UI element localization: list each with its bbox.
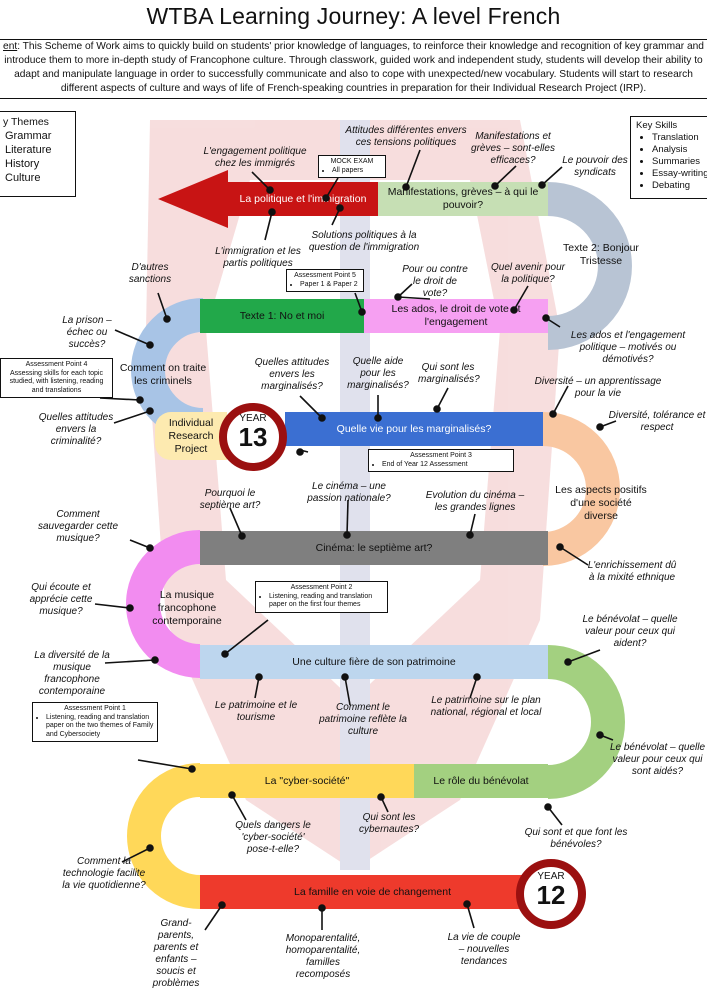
annotation: L'enrichissement dû à la mixité ethnique <box>587 560 677 583</box>
annotation: Le patrimoine et le tourisme <box>214 700 298 723</box>
segment-politique: La politique et l'immigration <box>228 182 378 216</box>
annotation: Comment le patrimoine reflète la culture <box>319 702 407 737</box>
annotation: Le cinéma – une passion nationale? <box>307 481 391 504</box>
annotation: Solutions politiques à la question de l'… <box>308 230 420 253</box>
assessment-point-2-box: Assessment Point 2 Listening, reading an… <box>255 581 388 613</box>
key-skill-item: Essay-writing <box>652 168 707 180</box>
annotation: Le bénévolat – quelle valeur pour ceux q… <box>609 742 706 777</box>
segment-aspects: Les aspects positifs d'une société diver… <box>555 483 647 522</box>
annotation: Qui sont et que font les bénévoles? <box>524 827 628 850</box>
assessment-point-3-box: Assessment Point 3 End of Year 12 Assess… <box>368 449 514 472</box>
key-themes-box: y Themes Grammar Literature History Cult… <box>0 111 76 197</box>
annotation: Le pouvoir des syndicats <box>562 155 628 178</box>
ap2-title: Assessment Point 2 <box>290 584 353 591</box>
segment-texte1: Texte 1: No et moi <box>200 299 364 333</box>
annotation: Diversité – un apprentissage pour la vie <box>534 376 662 399</box>
intent-text: : This Scheme of Work aims to quickly bu… <box>4 41 704 94</box>
ap4-text: Assessing skills for each topic studied,… <box>9 369 104 394</box>
ap5-item: Paper 1 & Paper 2 <box>300 281 360 290</box>
annotation: Qui sont les cybernautes? <box>358 812 420 835</box>
annotation: Le patrimoine sur le plan national, régi… <box>430 695 542 718</box>
annotation: Comment la technologie facilite la vie q… <box>62 856 146 891</box>
assessment-point-5-box: Assessment Point 5 Paper 1 & Paper 2 <box>286 269 364 292</box>
annotation: Pourquoi le septième art? <box>199 488 261 511</box>
key-skill-item: Debating <box>652 180 707 192</box>
annotation: Grand-parents, parents et enfants – souc… <box>152 918 200 989</box>
segment-marginalises: Quelle vie pour les marginalisés? <box>285 412 543 446</box>
assessment-point-1-box: Assessment Point 1 Listening, reading an… <box>32 702 158 742</box>
annotation: Qui sont les marginalisés? <box>418 362 480 385</box>
annotation: Qui écoute et apprécie cette musique? <box>29 582 93 617</box>
segment-criminels: Comment on traite les criminels <box>119 362 207 387</box>
year12-badge: YEAR 12 <box>515 871 587 910</box>
year13-number: 13 <box>238 422 268 452</box>
page-title: WTBA Learning Journey: A level French <box>146 3 561 29</box>
year13-badge: YEAR 13 <box>218 413 288 452</box>
annotation: La prison – échec ou succès? <box>62 315 112 350</box>
segment-cyber: La "cyber-société" <box>200 764 414 798</box>
road-curve-benevolat <box>547 645 625 799</box>
mock-exam-item: All papers <box>332 167 382 176</box>
year12-label: YEAR <box>537 871 565 882</box>
annotation: L'immigration et les partis politiques <box>215 246 301 269</box>
key-theme-item: Grammar <box>5 130 52 142</box>
year13-label: YEAR <box>239 413 267 424</box>
segment-texte2: Texte 2: Bonjour Tristesse <box>563 242 639 267</box>
annotation: Les ados et l'engagement politique – mot… <box>570 330 686 365</box>
annotation: Attitudes différentes envers ces tension… <box>345 125 467 148</box>
key-skills-title: Key Skills <box>636 120 678 131</box>
annotation: Quelles attitudes envers la criminalité? <box>38 412 114 447</box>
ap1-item: Listening, reading and translation paper… <box>46 714 154 740</box>
key-themes-title: y Themes <box>3 116 49 128</box>
road-curve-musique <box>126 530 201 678</box>
mock-exam-box: MOCK EXAM All papers <box>318 155 386 178</box>
segment-cinema: Cinéma: le septième art? <box>200 531 548 565</box>
annotation: Pour ou contre le droit de vote? <box>402 264 468 299</box>
annotation: Diversité, tolérance et respect <box>608 410 706 433</box>
intent-statement: ent: This Scheme of Work aims to quickly… <box>0 39 707 99</box>
ap3-item: End of Year 12 Assessment <box>382 461 510 470</box>
annotation: Quel avenir pour la politique? <box>491 262 565 285</box>
annotation: La vie de couple – nouvelles tendances <box>447 932 521 967</box>
road-curve-texte2 <box>547 182 632 350</box>
annotation: Manifestations et grèves – sont-elles ef… <box>471 131 555 166</box>
key-skill-item: Translation <box>652 132 707 144</box>
segment-benevolat: Le rôle du bénévolat <box>414 764 548 798</box>
annotation: D'autres sanctions <box>128 262 172 285</box>
annotation: Quelle aide pour les marginalisés? <box>347 356 409 391</box>
key-skills-box: Key Skills Translation Analysis Summarie… <box>630 116 707 199</box>
key-theme-item: History <box>5 158 40 170</box>
year12-badge-ring <box>516 859 586 929</box>
annotation: Monoparentalité, homoparentalité, famill… <box>285 933 361 980</box>
key-skill-item: Analysis <box>652 144 707 156</box>
road-curve-cyber <box>127 763 201 909</box>
segment-famille: La famille en voie de changement <box>200 875 545 909</box>
annotation: Comment sauvegarder cette musique? <box>37 509 119 544</box>
segment-irp: Individual Research Project <box>155 412 227 460</box>
annotation: Le bénévolat – quelle valeur pour ceux q… <box>582 614 678 649</box>
ap5-title: Assessment Point 5 <box>294 272 356 279</box>
key-theme-item: Culture <box>5 172 41 184</box>
ap2-item: Listening, reading and translation paper… <box>269 593 384 610</box>
mock-exam-title: MOCK EXAM <box>330 158 374 165</box>
intent-label: ent <box>3 41 18 52</box>
assessment-point-4-box: Assessment Point 4 Assessing skills for … <box>0 358 113 398</box>
annotation: Quels dangers le 'cyber-société' pose-t-… <box>235 820 311 855</box>
annotation: L'engagement politique chez les immigrés <box>203 146 307 169</box>
year12-number: 12 <box>536 880 566 910</box>
segment-patrimoine: Une culture fière de son patrimoine <box>200 645 548 679</box>
year13-badge-ring <box>219 403 287 471</box>
annotation: Quelles attitudes envers les marginalisé… <box>254 357 330 392</box>
key-theme-item: Literature <box>5 144 52 156</box>
annotation: La diversité de la musique francophone c… <box>34 650 110 697</box>
key-skill-item: Summaries <box>652 156 707 168</box>
road-curve-aspects <box>542 412 620 566</box>
ap1-title: Assessment Point 1 <box>64 705 126 712</box>
segment-musique: La musique francophone contemporaine <box>152 588 222 627</box>
ap3-title: Assessment Point 3 <box>410 452 472 459</box>
annotation: Evolution du cinéma – les grandes lignes <box>425 490 525 513</box>
ap4-title: Assessment Point 4 <box>25 361 88 368</box>
